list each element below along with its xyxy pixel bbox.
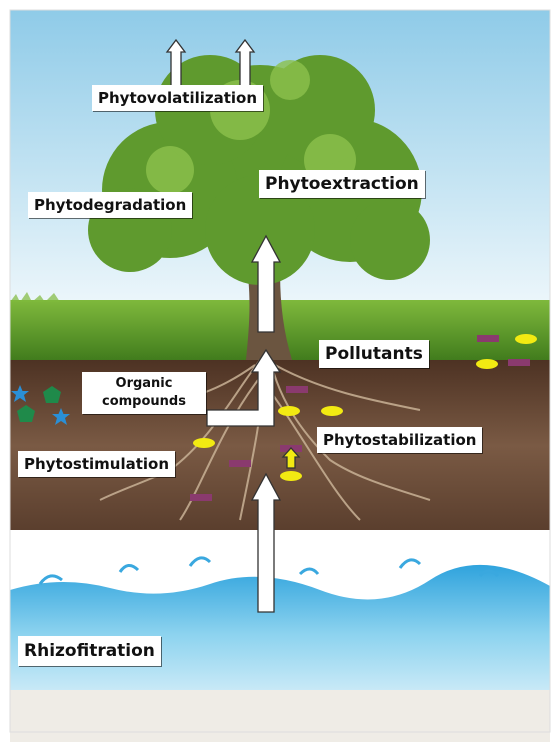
label-organic-compounds: Organic compounds (82, 372, 206, 414)
label-phytostabilization: Phytostabilization (317, 427, 482, 453)
pollutant-oval (193, 438, 215, 448)
pollutant-bar (190, 494, 212, 501)
sand-floor (10, 690, 550, 742)
label-phytostimulation: Phytostimulation (18, 451, 175, 477)
label-phytovolatilization: Phytovolatilization (92, 85, 263, 111)
pollutant-oval (515, 334, 537, 344)
label-pollutants: Pollutants (319, 340, 429, 368)
pollutant-oval (280, 471, 302, 481)
label-phytodegradation: Phytodegradation (28, 192, 192, 218)
label-phytoextraction: Phytoextraction (259, 170, 425, 198)
label-rhizofitration: Rhizofitration (18, 636, 161, 666)
pollutant-oval (321, 406, 343, 416)
pollutant-bar (286, 386, 308, 393)
pollutant-oval (278, 406, 300, 416)
pollutant-bar (229, 460, 251, 467)
pollutant-bar (508, 359, 530, 366)
pollutant-bar (477, 335, 499, 342)
pollutant-oval (476, 359, 498, 369)
